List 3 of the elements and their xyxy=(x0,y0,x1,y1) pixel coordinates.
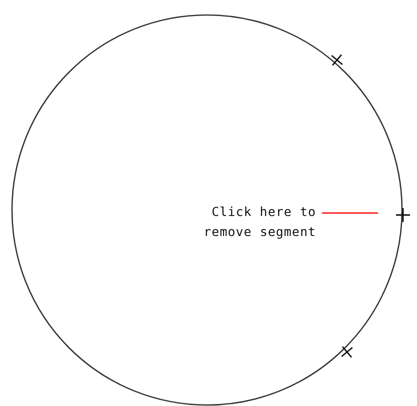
leader-line xyxy=(322,212,378,214)
instruction-text: Click here to remove segment xyxy=(176,202,316,242)
cross-mark xyxy=(395,207,411,223)
